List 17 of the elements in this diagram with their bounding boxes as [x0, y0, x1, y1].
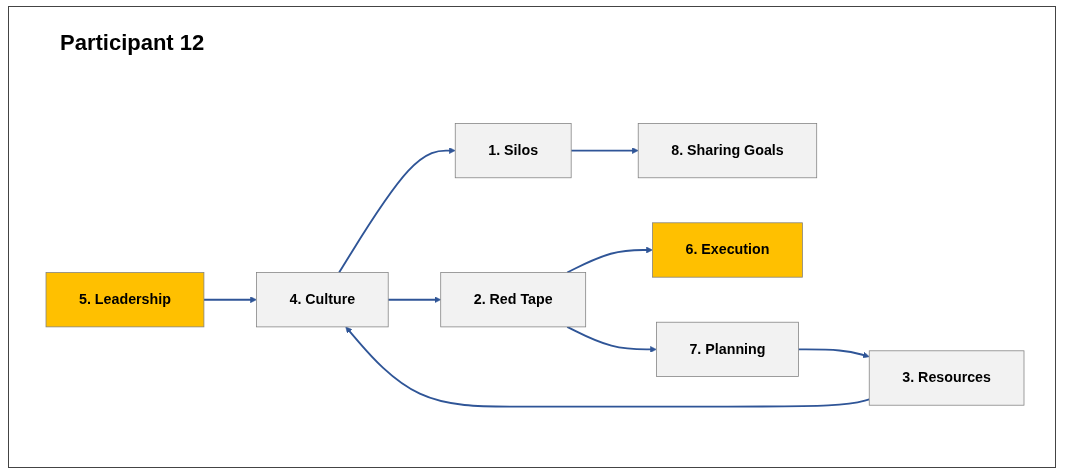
node-box: 1. Silos — [454, 123, 572, 179]
arrow — [345, 326, 871, 408]
arrow — [570, 147, 639, 154]
node-box: 6. Execution — [652, 222, 803, 278]
node-box: 3. Resources — [868, 350, 1025, 406]
node-box: 8. Sharing Goals — [637, 123, 818, 179]
arrow — [797, 348, 870, 359]
arrow — [566, 246, 653, 274]
arrow — [338, 147, 456, 274]
arrow — [566, 325, 657, 353]
node-box: 2. Red Tape — [440, 272, 587, 328]
diagram-title: Participant 12 — [60, 30, 205, 56]
arrow — [387, 296, 441, 303]
node-box: 7. Planning — [656, 321, 799, 377]
node-box: 4. Culture — [256, 272, 389, 328]
node-box: 5. Leadership — [45, 272, 205, 328]
arrow — [203, 296, 257, 303]
